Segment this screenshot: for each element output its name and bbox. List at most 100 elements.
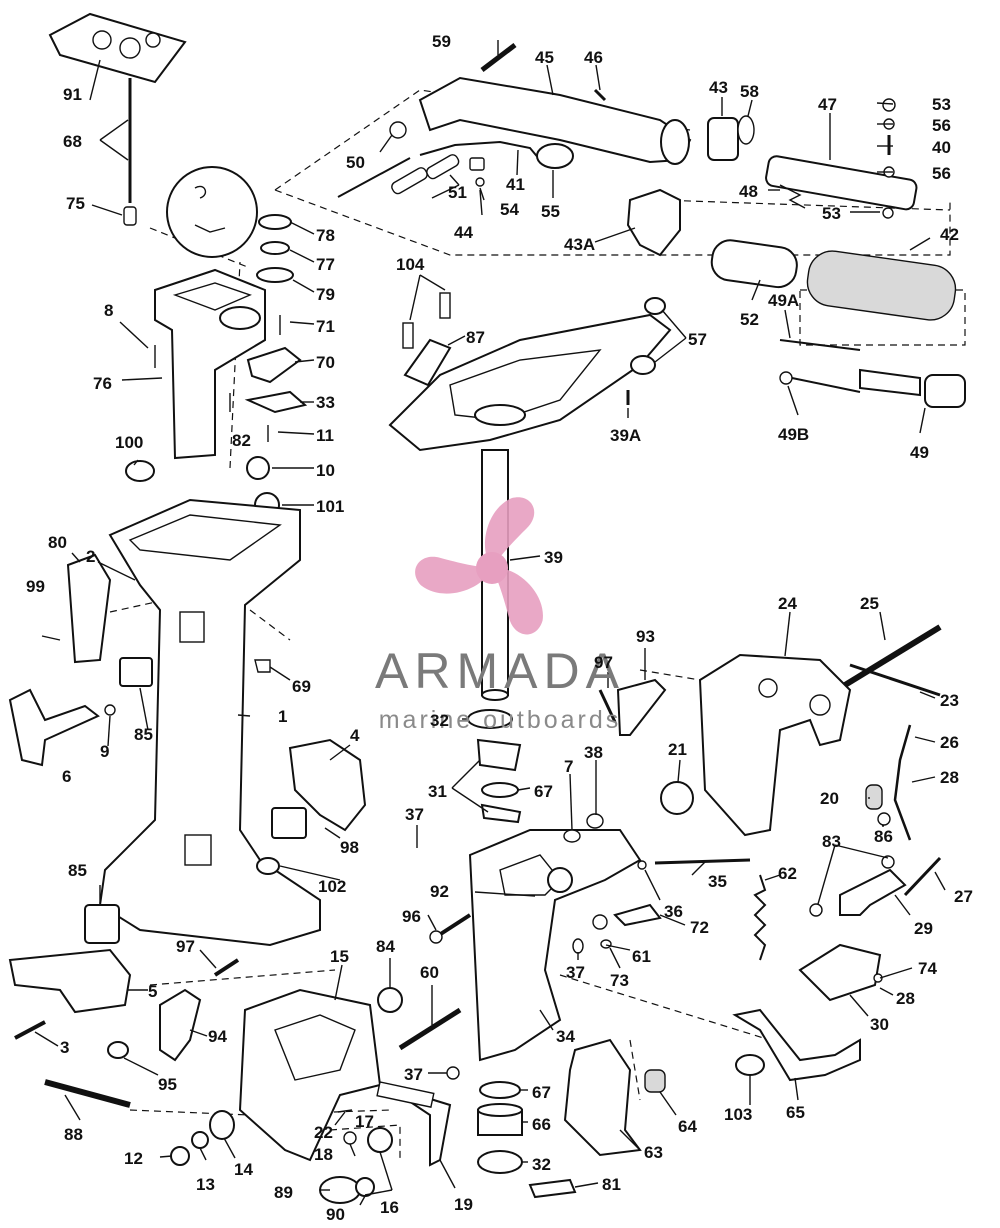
callout-label: 59 (432, 32, 451, 51)
callout-label: 46 (584, 48, 603, 67)
callout-label: 1 (278, 707, 287, 726)
callout-label: 66 (532, 1115, 551, 1134)
callout-label: 24 (778, 594, 797, 613)
callout-label: 100 (115, 433, 143, 452)
callout-label: 35 (708, 872, 727, 891)
callout-label: 36 (664, 902, 683, 921)
callout-label: 18 (314, 1145, 333, 1164)
callout-label: 39 (544, 548, 563, 567)
callout-label: 101 (316, 497, 344, 516)
callout-label: 37 (405, 805, 424, 824)
callout-label: 43A (564, 235, 595, 254)
callout-label: 65 (786, 1103, 805, 1122)
callout-label: 15 (330, 947, 349, 966)
callout-label: 45 (535, 48, 554, 67)
callout-label: 8 (104, 301, 113, 320)
part-drawings (8, 12, 966, 1206)
callout-label: 43 (709, 78, 728, 97)
callout-label: 27 (954, 887, 973, 906)
callout-label: 10 (316, 461, 335, 480)
callout-label: 61 (632, 947, 651, 966)
callout-label: 97 (594, 653, 613, 672)
callout-label: 50 (346, 153, 365, 172)
callout-label: 95 (158, 1075, 177, 1094)
callout-label: 76 (93, 374, 112, 393)
callout-label: 41 (506, 175, 525, 194)
callout-label: 91 (63, 85, 82, 104)
watermark: ARMADA marine outboards (375, 497, 625, 734)
callout-label: 53 (932, 95, 951, 114)
callout-label: 90 (326, 1205, 345, 1224)
callout-label: 26 (940, 733, 959, 752)
callout-label: 17 (355, 1112, 374, 1131)
callout-label: 38 (584, 743, 603, 762)
callout-label: 69 (292, 677, 311, 696)
callout-label: 70 (316, 353, 335, 372)
callout-label: 40 (932, 138, 951, 157)
callout-label: 2 (86, 547, 95, 566)
callout-label: 13 (196, 1175, 215, 1194)
callout-label: 28 (896, 989, 915, 1008)
callout-label: 56 (932, 116, 951, 135)
callout-label: 55 (541, 202, 560, 221)
callout-label: 103 (724, 1105, 752, 1124)
callout-label: 98 (340, 838, 359, 857)
callout-label: 83 (822, 832, 841, 851)
callout-label: 32 (532, 1155, 551, 1174)
callout-label: 47 (818, 95, 837, 114)
callout-label: 58 (740, 82, 759, 101)
callout-label: 49 (910, 443, 929, 462)
callout-label: 7 (564, 757, 573, 776)
callout-label: 25 (860, 594, 879, 613)
callout-label: 31 (428, 782, 447, 801)
callout-label: 37 (566, 963, 585, 982)
callout-label: 97 (176, 937, 195, 956)
callout-label: 54 (500, 200, 519, 219)
callout-label: 67 (532, 1083, 551, 1102)
callout-label: 68 (63, 132, 82, 151)
callout-label: 49B (778, 425, 809, 444)
watermark-brand: ARMADA (375, 643, 625, 699)
callout-label: 64 (678, 1117, 697, 1136)
callout-label: 34 (556, 1027, 575, 1046)
callout-label: 84 (376, 937, 395, 956)
callout-label: 21 (668, 740, 687, 759)
callout-label: 3 (60, 1038, 69, 1057)
callout-label: 57 (688, 330, 707, 349)
callout-label: 73 (610, 971, 629, 990)
callout-label: 16 (380, 1198, 399, 1217)
callout-label: 60 (420, 963, 439, 982)
callout-label: 74 (918, 959, 937, 978)
callout-label: 6 (62, 767, 71, 786)
callout-label: 32 (430, 711, 449, 730)
callout-label: 78 (316, 226, 335, 245)
callout-label: 71 (316, 317, 335, 336)
callout-label: 52 (740, 310, 759, 329)
callout-label: 62 (778, 864, 797, 883)
callout-label: 92 (430, 882, 449, 901)
callout-label: 80 (48, 533, 67, 552)
callout-label: 29 (914, 919, 933, 938)
callout-label: 48 (739, 182, 758, 201)
callout-label: 89 (274, 1183, 293, 1202)
callout-label: 28 (940, 768, 959, 787)
callout-label: 33 (316, 393, 335, 412)
callout-label: 77 (316, 255, 335, 274)
callout-label: 20 (820, 789, 839, 808)
callout-label: 9 (100, 742, 109, 761)
callout-label: 96 (402, 907, 421, 926)
callout-labels: 91 68 75 78 77 7 9 8 71 70 76 33 82 11 10… (26, 32, 973, 1224)
callout-label: 49A (768, 291, 799, 310)
callout-label: 86 (874, 827, 893, 846)
callout-label: 56 (932, 164, 951, 183)
callout-label: 75 (66, 194, 85, 213)
callout-label: 102 (318, 877, 346, 896)
callout-label: 12 (124, 1149, 143, 1168)
callout-label: 99 (26, 577, 45, 596)
callout-label: 82 (232, 431, 251, 450)
callout-label: 11 (316, 426, 334, 445)
callout-label: 5 (148, 982, 157, 1001)
callout-label: 87 (466, 328, 485, 347)
callout-label: 19 (454, 1195, 473, 1214)
